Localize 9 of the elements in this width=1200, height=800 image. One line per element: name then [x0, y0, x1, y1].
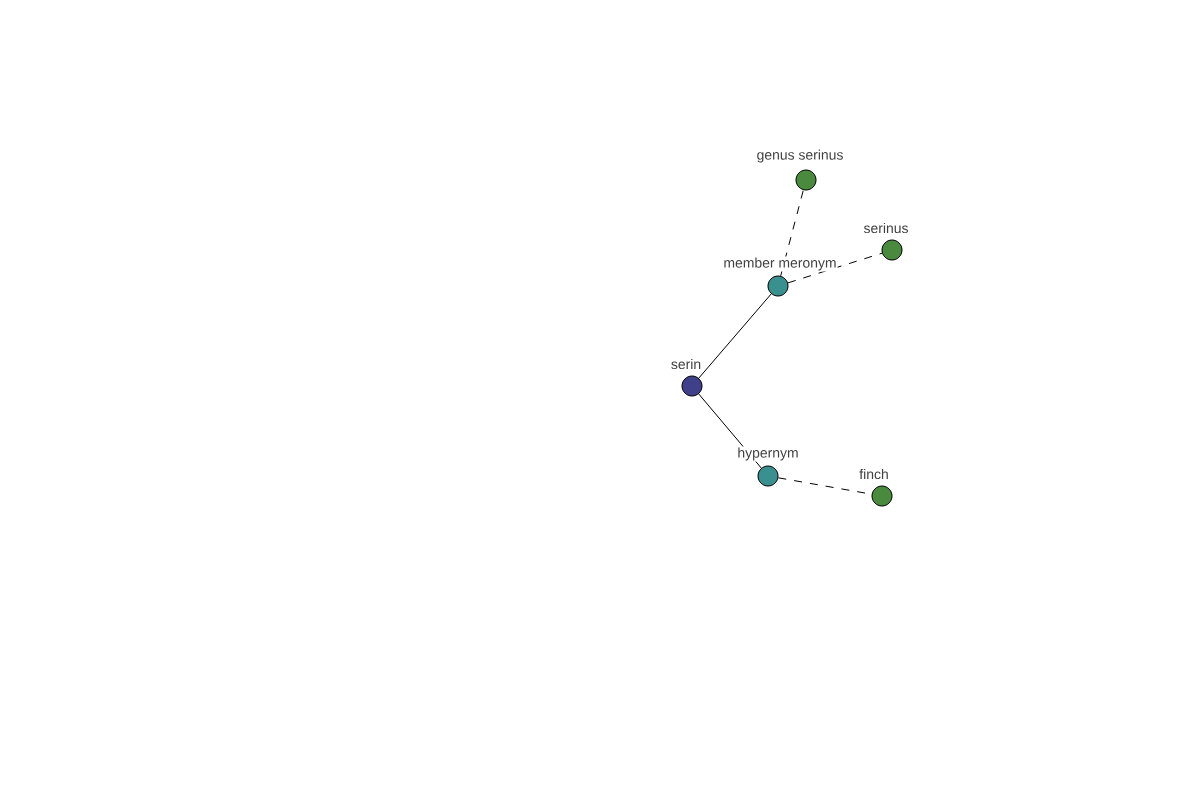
graph-node	[881, 239, 903, 261]
graph-node	[767, 275, 789, 297]
graph-node	[795, 169, 817, 191]
graph-node	[681, 375, 703, 397]
graph-node	[757, 465, 779, 487]
connector-line	[698, 293, 772, 379]
connector-line	[780, 189, 804, 277]
connector-line	[787, 252, 883, 284]
graph-node	[871, 485, 893, 507]
